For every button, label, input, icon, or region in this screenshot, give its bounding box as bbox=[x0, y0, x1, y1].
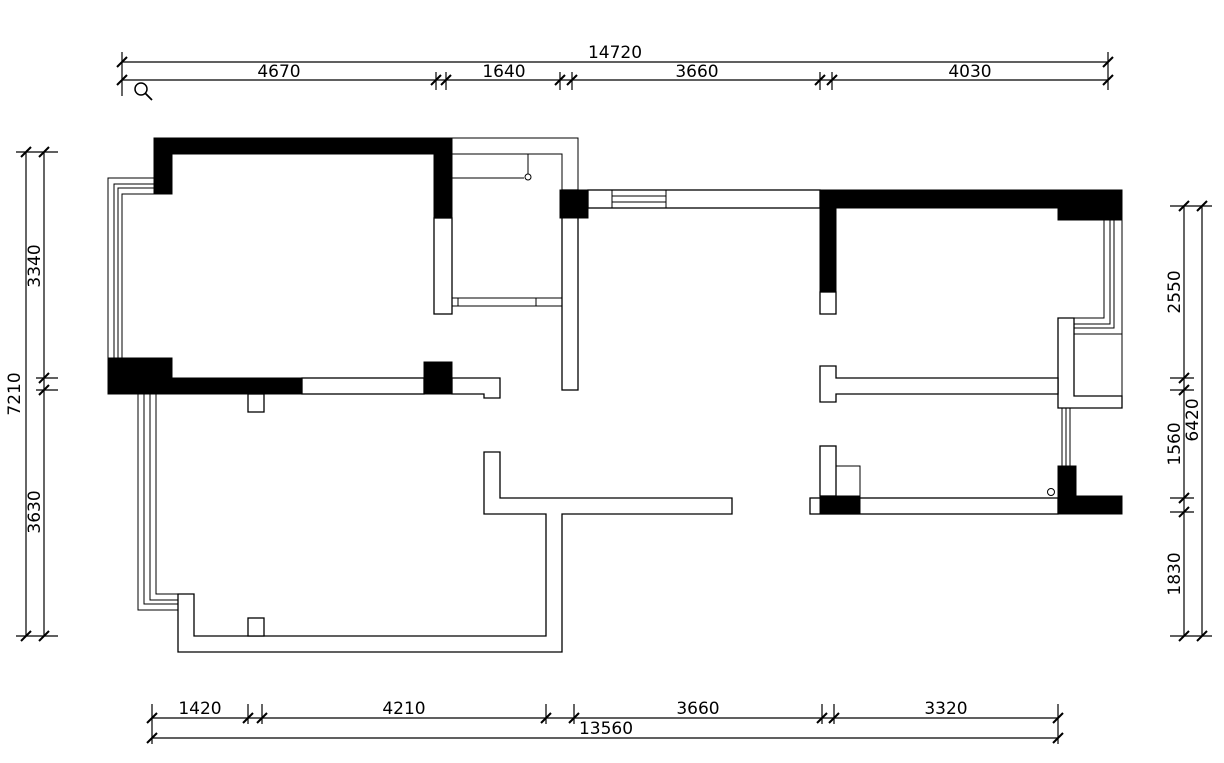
stub-lower bbox=[247, 617, 265, 637]
window-small-room bbox=[452, 297, 562, 307]
dim-bottom-seg-4: 3320 bbox=[924, 699, 967, 719]
window-right-lower bbox=[1061, 408, 1071, 466]
bottom-dimension-overall: 13560 bbox=[146, 719, 1064, 744]
right-unit bbox=[809, 189, 1123, 515]
dim-bottom-seg-1: 1420 bbox=[178, 699, 221, 719]
column-right-corner bbox=[1057, 189, 1123, 221]
magnifier-icon-glyph bbox=[134, 82, 153, 101]
wall-inner-vertical-solid bbox=[433, 137, 453, 219]
wall-right-left-solid bbox=[819, 189, 837, 293]
right-dimension-overall: 6420 bbox=[1183, 200, 1212, 642]
column-corridor-solid bbox=[559, 189, 589, 219]
window-left-bay bbox=[107, 177, 154, 358]
left-unit bbox=[107, 137, 733, 653]
wall-right-lower-solid bbox=[1057, 495, 1123, 515]
dim-left-seg-2: 3630 bbox=[25, 490, 45, 533]
wall-right-mid bbox=[819, 365, 1059, 403]
left-dimension-overall: 7210 bbox=[5, 146, 36, 642]
dim-bottom-overall: 13560 bbox=[579, 719, 633, 739]
wall-right-room bbox=[1057, 317, 1123, 409]
top-dimension-overall: 14720 bbox=[116, 43, 1114, 72]
dim-bottom-seg-2: 4210 bbox=[382, 699, 425, 719]
dim-top-seg-2: 1640 bbox=[482, 62, 525, 82]
window-lower-left-bay bbox=[137, 394, 178, 611]
column-right-lower bbox=[1057, 465, 1077, 499]
wall-mid-solid bbox=[171, 377, 303, 395]
dim-right-seg-3: 1830 bbox=[1165, 552, 1185, 595]
dim-top-seg-3: 3660 bbox=[675, 62, 718, 82]
wall-right-bottom bbox=[809, 497, 1059, 515]
wall-small-room-right bbox=[561, 189, 579, 391]
magnifier-icon[interactable] bbox=[132, 80, 154, 102]
column-mid-solid bbox=[423, 361, 453, 395]
right-dimension-segments: 2550 1560 1830 bbox=[1165, 200, 1194, 642]
fixture-right-bottom bbox=[835, 465, 861, 497]
wall-mid-end bbox=[451, 377, 501, 399]
wall-left-top-solid bbox=[153, 137, 173, 195]
top-dimension-segments: 4670 1640 3660 4030 bbox=[116, 62, 1114, 96]
dim-top-seg-1: 4670 bbox=[257, 62, 300, 82]
wall-mid-outline bbox=[301, 377, 425, 395]
dim-right-overall: 6420 bbox=[1183, 398, 1203, 441]
corridor bbox=[559, 189, 821, 219]
dim-top-seg-4: 4030 bbox=[948, 62, 991, 82]
wall-inner-vertical bbox=[433, 217, 453, 315]
stub-mid bbox=[247, 393, 265, 413]
window-right-bay bbox=[1074, 220, 1123, 334]
wall-corridor-top bbox=[587, 189, 821, 209]
bottom-dimension-segments: 1420 4210 3660 3320 bbox=[146, 699, 1064, 744]
dim-top-overall: 14720 bbox=[588, 43, 642, 63]
wall-corner-left-solid bbox=[107, 357, 173, 395]
dim-left-seg-1: 3340 bbox=[25, 244, 45, 287]
column-right-bottom bbox=[819, 495, 861, 515]
dim-bottom-seg-3: 3660 bbox=[676, 699, 719, 719]
left-dimension-segments: 3340 3630 bbox=[25, 146, 58, 642]
wall-small-room bbox=[452, 137, 579, 190]
wall-right-left-stub bbox=[819, 291, 837, 315]
dim-right-seg-2: 1560 bbox=[1165, 422, 1185, 465]
dim-left-overall: 7210 bbox=[5, 372, 25, 415]
window-corridor bbox=[611, 190, 667, 208]
cabinet-right bbox=[1073, 333, 1123, 397]
wall-right-bottom-stub bbox=[819, 445, 837, 497]
wall-top-left-solid bbox=[153, 137, 453, 155]
dim-right-seg-1: 2550 bbox=[1165, 270, 1185, 313]
wall-lower-room bbox=[177, 451, 733, 653]
